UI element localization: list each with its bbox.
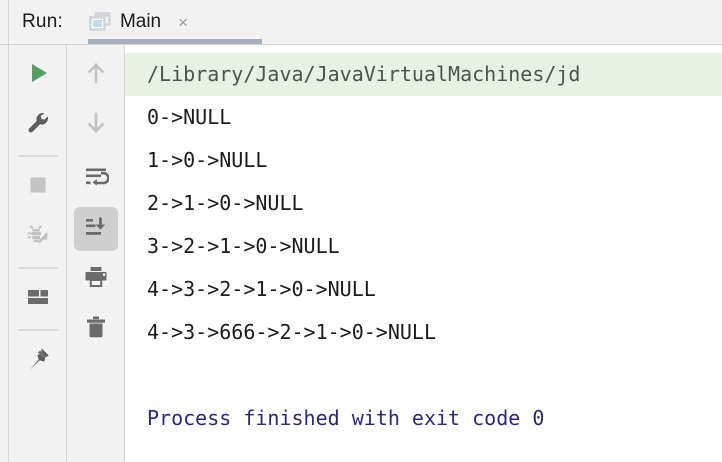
close-icon[interactable]: × (178, 12, 189, 32)
run-body: /Library/Java/JavaVirtualMachines/jd 0->… (0, 45, 722, 462)
console-output[interactable]: /Library/Java/JavaVirtualMachines/jd 0->… (125, 45, 722, 462)
arrow-down-icon (83, 110, 109, 141)
soft-wrap-button[interactable] (74, 157, 118, 201)
console-line: 0->NULL (147, 105, 232, 129)
tab-selected-underline (88, 39, 262, 44)
layout-settings[interactable] (16, 277, 60, 321)
edit-configuration[interactable] (16, 103, 60, 147)
toolbar-separator (17, 267, 58, 269)
print-button[interactable] (74, 257, 118, 301)
soft-wrap-icon (83, 164, 110, 195)
wrench-icon (25, 110, 51, 141)
stop-button[interactable] (16, 165, 60, 209)
console-line: 4->3->666->2->1->0->NULL (147, 320, 436, 344)
console-actions-toolbar (67, 45, 125, 462)
console-line: 2->1->0->NULL (147, 191, 304, 215)
scroll-to-end-icon (83, 214, 109, 245)
clear-all-button[interactable] (74, 307, 118, 351)
run-tab-bar: Run: Main × (0, 0, 722, 45)
play-icon (25, 60, 51, 91)
bug-attach-icon (24, 221, 52, 254)
layout-icon (25, 284, 51, 315)
pin-icon (24, 345, 52, 378)
toolbar-separator (17, 329, 58, 331)
trash-icon (83, 314, 109, 345)
console-line: 3->2->1->0->NULL (147, 234, 340, 258)
console-line-blank (125, 354, 722, 397)
tab-main[interactable]: Main × (85, 0, 194, 44)
console-line-command: /Library/Java/JavaVirtualMachines/jd (125, 53, 722, 96)
rerun-button[interactable] (16, 53, 60, 97)
toolbar-separator (17, 155, 58, 157)
run-actions-toolbar (9, 45, 67, 462)
pin-tab-button[interactable] (16, 339, 60, 383)
left-gutter (0, 45, 9, 462)
stop-square-icon (25, 172, 51, 203)
scroll-to-end-button[interactable] (73, 207, 118, 251)
console-window-icon (89, 12, 111, 32)
printer-icon (83, 264, 109, 295)
arrow-up-icon (83, 60, 109, 91)
run-tool-label: Run: (22, 11, 63, 32)
tab-label: Main (119, 11, 162, 32)
tabbar-left-divider (8, 0, 9, 44)
console-line: 1->0->NULL (147, 148, 268, 172)
console-line: 4->3->2->1->0->NULL (147, 277, 376, 301)
down-the-stack-trace[interactable] (74, 103, 118, 147)
up-the-stack-trace[interactable] (74, 53, 118, 97)
console-line-exit: Process finished with exit code 0 (147, 406, 545, 430)
attach-debugger[interactable] (16, 215, 60, 259)
